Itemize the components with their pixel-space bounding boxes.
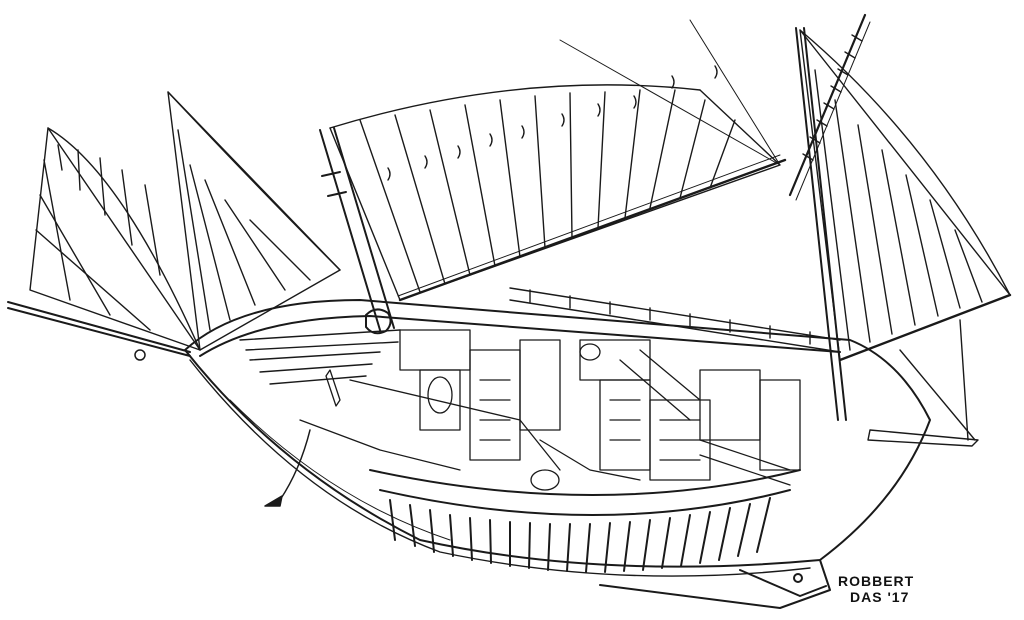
stern-rigging xyxy=(867,319,979,447)
hull xyxy=(184,299,931,609)
bowsprit xyxy=(7,301,191,361)
jib-sail xyxy=(29,127,201,351)
signature-line2: DAS '17 xyxy=(850,589,909,605)
tiller-arrow xyxy=(264,429,311,507)
artist-signature: ROBBERT DAS '17 xyxy=(838,573,914,605)
staysail xyxy=(167,91,341,351)
mizzen-mast xyxy=(795,27,847,421)
interior-cutaway xyxy=(299,329,801,491)
main-sail xyxy=(329,19,787,302)
signature-line1: ROBBERT xyxy=(838,573,914,589)
mizzen-sail xyxy=(788,13,1012,362)
deck-railing xyxy=(239,287,841,385)
main-mast xyxy=(319,127,395,335)
